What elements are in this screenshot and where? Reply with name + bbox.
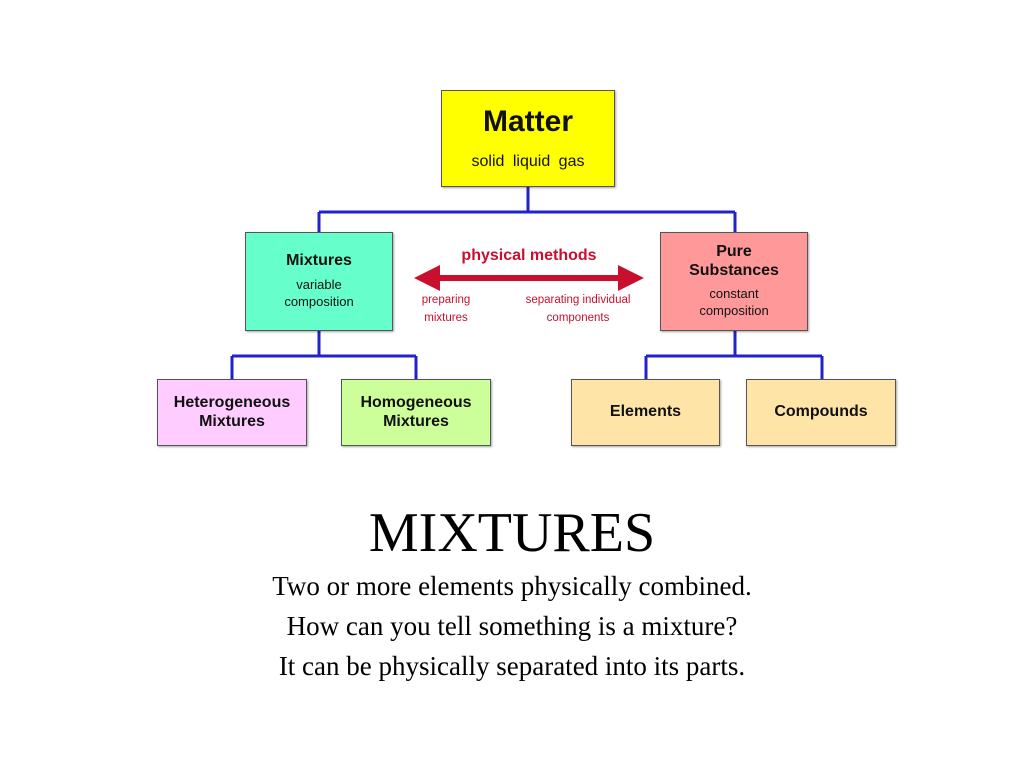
homogeneous-mixtures-box: Homogeneous Mixtures	[341, 379, 491, 446]
connector-lines	[230, 187, 824, 379]
elements-box: Elements	[571, 379, 720, 446]
diagram-connectors	[230, 187, 824, 379]
preparing-note-line: preparing	[421, 294, 471, 306]
mixtures-box: Mixtures variable composition	[245, 232, 393, 331]
pure-substances-subtitle-line: composition	[699, 302, 769, 318]
matter-title: Matter	[482, 105, 573, 139]
mixtures-subtitle-line: composition	[284, 293, 354, 309]
slide-body: Two or more elements physically combined…	[0, 566, 1024, 686]
separating-components-note: separating individual components	[508, 292, 648, 328]
preparing-mixtures-note: preparing mixtures	[405, 292, 487, 328]
pure-substances-title-line: Pure	[716, 243, 752, 261]
pure-substances-subtitle: constant composition	[699, 286, 768, 320]
pure-substances-subtitle-line: constant	[709, 285, 759, 301]
matter-subtitle: solid liquid gas	[471, 152, 585, 170]
body-line: It can be physically separated into its …	[278, 651, 746, 681]
compounds-title: Compounds	[774, 403, 868, 421]
pure-substances-title-line: Substances	[689, 262, 779, 280]
matter-box: Matter solid liquid gas	[441, 90, 615, 187]
elements-title: Elements	[609, 403, 682, 421]
mixtures-subtitle: variable composition	[284, 277, 353, 311]
heterogeneous-title-line: Heterogeneous	[173, 393, 291, 411]
homogeneous-title-line: Homogeneous	[360, 393, 472, 411]
homogeneous-title-line: Mixtures	[383, 412, 449, 430]
body-line: Two or more elements physically combined…	[272, 571, 752, 601]
physical-methods-label: physical methods	[461, 247, 597, 264]
pure-substances-title: Pure Substances	[689, 243, 779, 281]
heterogeneous-title-line: Mixtures	[199, 412, 265, 430]
pure-substances-box: Pure Substances constant composition	[660, 232, 808, 331]
mixtures-subtitle-line: variable	[296, 277, 342, 293]
double-arrow-icon	[414, 265, 644, 291]
separating-note-line: separating individual	[525, 294, 631, 306]
mixtures-title: Mixtures	[286, 252, 352, 270]
homogeneous-title: Homogeneous Mixtures	[360, 394, 471, 432]
slide-title: MIXTURES	[368, 502, 656, 564]
heterogeneous-title: Heterogeneous Mixtures	[174, 394, 290, 432]
body-line: How can you tell something is a mixture?	[286, 611, 738, 641]
compounds-box: Compounds	[746, 379, 896, 446]
heterogeneous-mixtures-box: Heterogeneous Mixtures	[157, 379, 307, 446]
preparing-note-line: mixtures	[424, 311, 468, 324]
separating-note-line: components	[546, 311, 610, 324]
